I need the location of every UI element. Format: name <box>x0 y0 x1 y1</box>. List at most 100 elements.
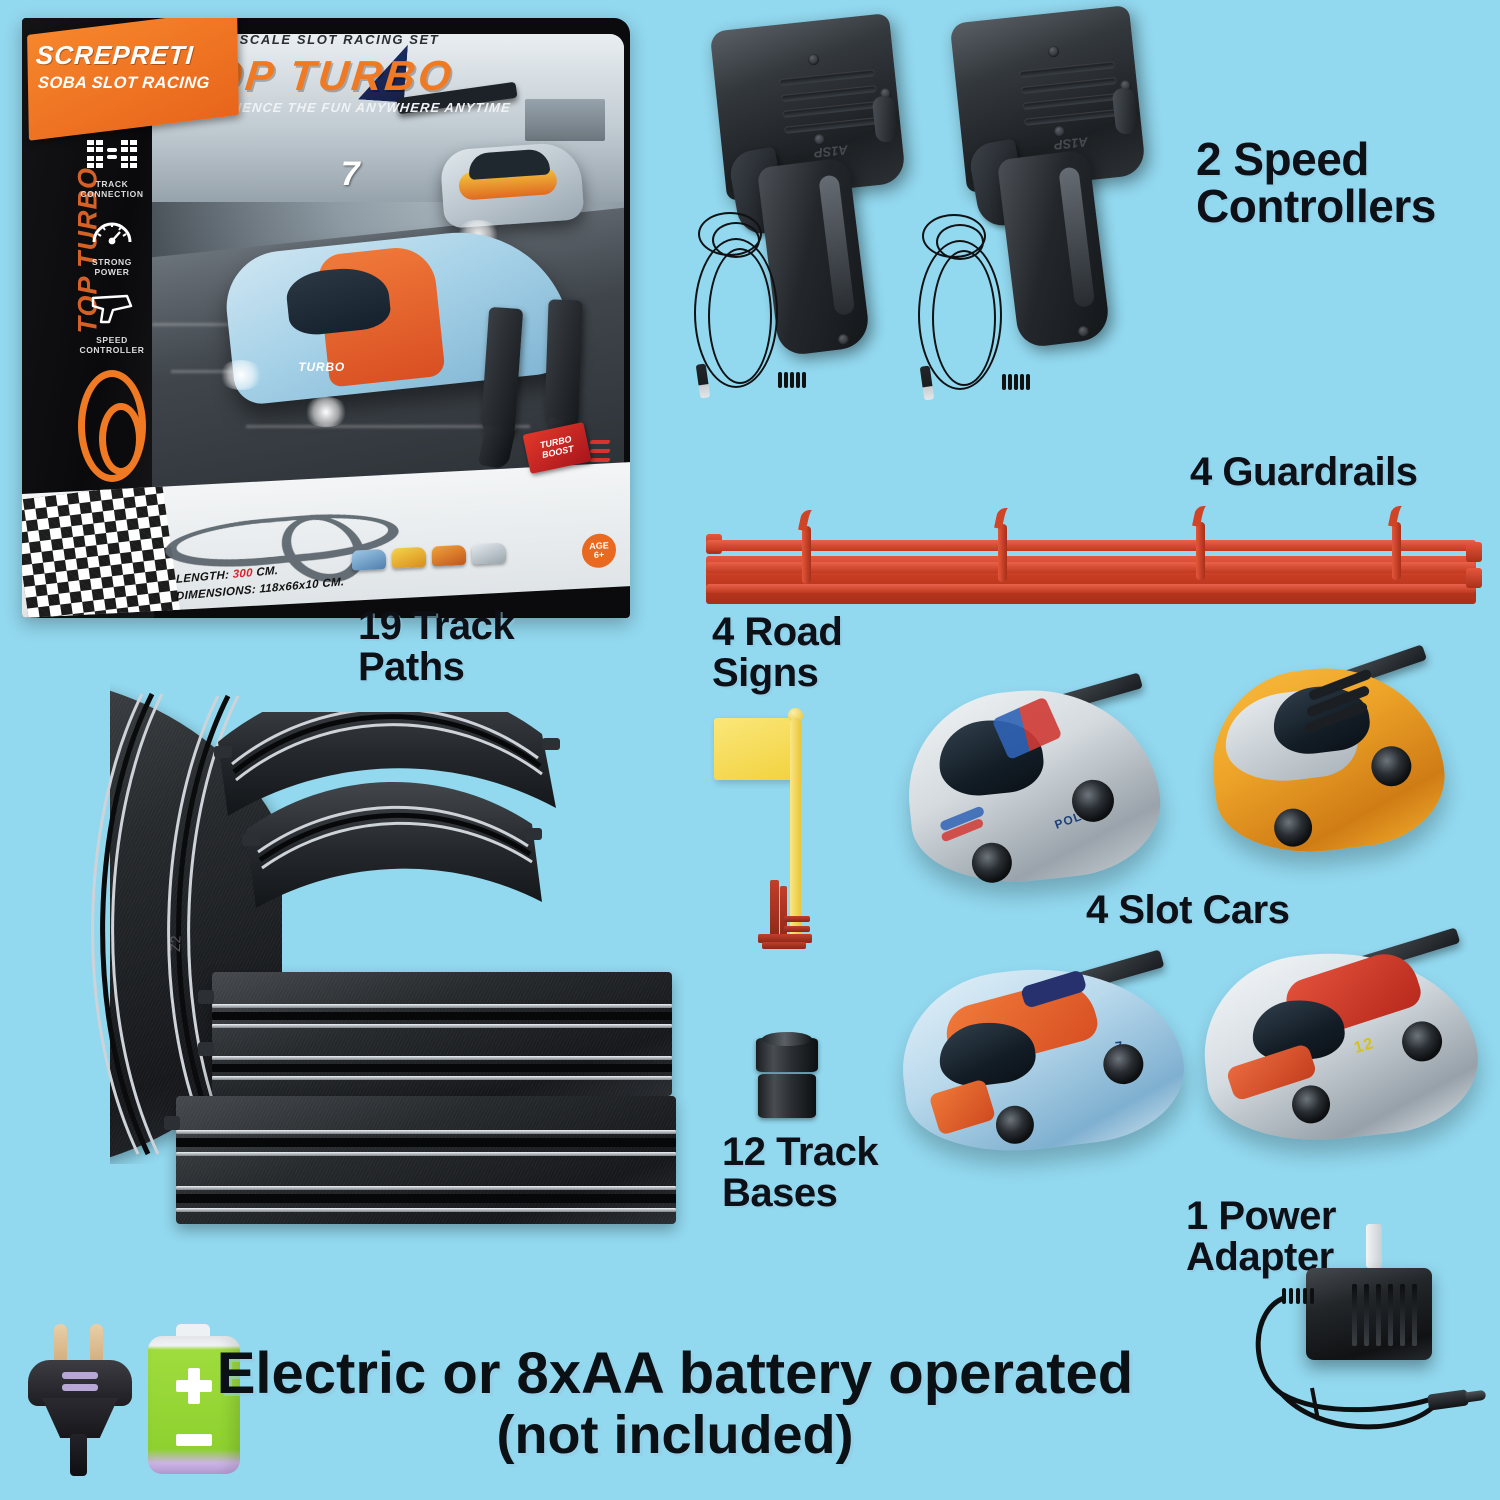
feature-speed-controller-label: SPEED CONTROLLER <box>79 335 145 355</box>
brand-subtitle: SOBA SLOT RACING <box>37 74 211 92</box>
box-length-value: 300 <box>232 566 253 581</box>
controller-screw <box>1078 326 1089 337</box>
mini-car <box>352 548 386 571</box>
callout-speed-controllers-line1: 2 Speed <box>1196 133 1369 185</box>
callout-road-signs: 4 Road Signs <box>712 610 843 695</box>
brand-name: SCREPRETI <box>34 40 195 70</box>
guardrail-post <box>1392 522 1401 580</box>
controller-screw <box>1054 126 1065 137</box>
controller-screw <box>808 54 819 65</box>
box-scale-line: 1:43 SCALE SLOT RACING SET <box>202 32 440 47</box>
speed-controller-1: A1SP <box>690 13 907 422</box>
guardrail-bar-bottom <box>706 584 1476 593</box>
guardrail-end-tab <box>1466 542 1482 562</box>
feature-strong-power: STRONG POWER <box>74 214 150 277</box>
box-art-streak <box>246 425 530 429</box>
mini-car <box>392 546 426 569</box>
controller-cable <box>914 214 1034 404</box>
track-base-riser <box>756 1032 818 1120</box>
product-box-body: TOP TURBO <box>22 18 630 618</box>
speed-controller-icon <box>74 292 150 332</box>
controller-strain-relief <box>1002 374 1030 390</box>
callout-track-paths-line2: Paths <box>358 644 465 689</box>
box-art-car-number: 7 <box>340 155 360 194</box>
callout-track-paths-line1: 19 Track <box>358 604 515 648</box>
speed-controller-2: A1SP <box>918 5 1147 414</box>
callout-track-paths: 19 Track Paths <box>358 604 515 689</box>
guardrail-post <box>802 526 811 584</box>
bottom-banner-line1: Electric or 8xAA battery operated <box>216 1341 1134 1406</box>
bottom-banner-line2: (not included) <box>496 1404 854 1465</box>
turbo-speedlines-icon <box>589 440 611 476</box>
adapter-strain-relief <box>1282 1288 1314 1304</box>
track-curve-pair <box>212 712 572 962</box>
guardrail-post <box>998 524 1007 582</box>
callout-track-bases-line1: 12 Track <box>722 1130 879 1174</box>
guardrail-end-tab <box>1466 568 1482 588</box>
controller-screw <box>838 334 849 345</box>
power-adapter <box>1248 1224 1488 1488</box>
svg-text:Z2: Z2 <box>167 935 184 952</box>
feature-strong-power-label: STRONG POWER <box>92 257 132 277</box>
guardrail-post <box>1196 522 1205 580</box>
box-art-car-secondary <box>438 141 585 229</box>
mini-car <box>472 542 506 565</box>
controller-vents <box>1019 61 1121 133</box>
box-length-label: LENGTH: <box>176 568 230 586</box>
road-sign-flag <box>714 718 794 780</box>
callout-track-bases-line2: Bases <box>722 1170 838 1215</box>
feature-track-connection-label: TRACK CONNECTION <box>80 179 144 199</box>
speedometer-icon <box>74 214 150 254</box>
box-art-headlight <box>218 360 265 391</box>
controller-vents <box>779 69 881 141</box>
track-loop-graphic <box>78 370 146 482</box>
road-sign-base <box>758 880 814 949</box>
checkered-flag-icon <box>22 482 183 618</box>
road-sign <box>700 700 900 970</box>
feature-speed-controller: SPEED CONTROLLER <box>74 292 150 355</box>
controller-screw <box>880 88 891 99</box>
adapter-prong <box>1366 1224 1382 1268</box>
product-box: TOP TURBO <box>22 18 630 618</box>
power-plug-icon <box>24 1324 136 1476</box>
age-badge: AGE 6+ <box>582 532 616 569</box>
road-sign-pole <box>790 718 801 940</box>
controller-strain-relief <box>778 372 806 388</box>
box-art-car-turbo-text: TURBO <box>298 360 345 375</box>
callout-guardrails-line1: 4 Guardrails <box>1190 450 1418 494</box>
controller-screw <box>1048 46 1059 57</box>
adapter-vent-fins <box>1352 1284 1418 1346</box>
guardrail-bar-mid <box>706 562 1476 573</box>
callout-slot-cars-line1: 4 Slot Cars <box>1086 888 1290 932</box>
guardrail-piece <box>706 500 1482 610</box>
callout-guardrails: 4 Guardrails <box>1190 450 1418 494</box>
battery-icon <box>148 1324 240 1474</box>
mini-car <box>432 544 466 567</box>
callout-road-signs-line2: Signs <box>712 650 819 695</box>
track-straight-1 <box>198 972 672 1096</box>
track-base-top <box>762 1032 812 1046</box>
callout-road-signs-line1: 4 Road <box>712 610 843 654</box>
guardrail-bar-top <box>706 540 1476 551</box>
slot-car-silver-red: 12 <box>1195 927 1485 1152</box>
age-badge-line2: 6+ <box>593 549 605 561</box>
feature-track-connection: TRACK CONNECTION <box>74 136 150 199</box>
slot-car-yellow <box>1201 644 1453 864</box>
callout-speed-controllers: 2 Speed Controllers <box>1196 136 1436 230</box>
adapter-cable <box>1255 1295 1435 1430</box>
slot-car-blue-orange: 7 <box>892 949 1192 1165</box>
box-length-unit: CM. <box>256 564 279 579</box>
box-art-streak <box>152 322 294 326</box>
box-art-grandstand <box>525 99 606 142</box>
controller-screw <box>814 134 825 145</box>
callout-power-adapter-line1: 1 Power <box>1186 1194 1336 1238</box>
callout-track-bases: 12 Track Bases <box>722 1130 879 1215</box>
adapter-brick <box>1306 1268 1432 1360</box>
box-art-headlight <box>303 397 350 428</box>
callout-slot-cars: 4 Slot Cars <box>1086 888 1290 932</box>
track-connection-icon <box>74 136 150 176</box>
slot-car-police: POLICE <box>898 672 1168 893</box>
callout-speed-controllers-line2: Controllers <box>1196 179 1436 232</box>
bottom-banner: Electric or 8xAA battery operated (not i… <box>190 1342 1160 1465</box>
